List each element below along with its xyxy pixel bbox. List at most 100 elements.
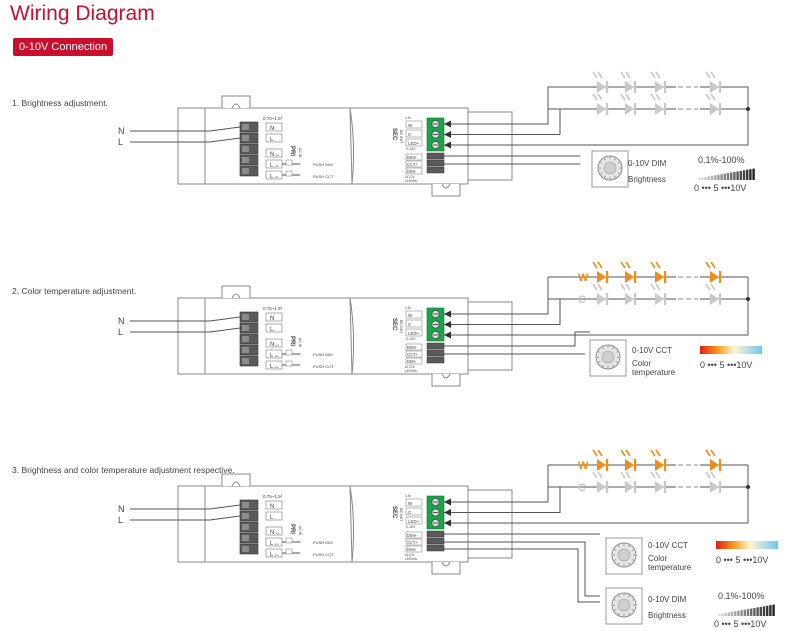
primary-terminal-label: L — [270, 137, 274, 143]
cct-control-name: 0-10V CCT — [648, 541, 688, 550]
secondary-label-box — [405, 498, 423, 507]
knob-center — [601, 350, 615, 364]
primary-screw — [242, 535, 249, 541]
secondary-label-box — [405, 120, 423, 129]
arrow-head-icon — [444, 331, 451, 339]
secondary-label-box — [405, 310, 423, 319]
secondary-terminal-label: DIM+ — [407, 155, 418, 160]
brightness-bar — [721, 613, 724, 616]
led-icon — [705, 449, 722, 471]
push-switch-icon — [285, 159, 293, 166]
led-body — [625, 81, 634, 93]
knob-tick — [618, 545, 620, 548]
arrow-head-icon — [444, 509, 451, 516]
led-body — [597, 481, 606, 493]
secondary-control-header: 0-10V — [406, 525, 416, 529]
input-l-label: L — [118, 137, 123, 147]
cct-control-caption: temperature — [632, 368, 676, 377]
led-ray — [710, 93, 716, 101]
led-icon — [620, 261, 637, 283]
mounting-slot — [231, 103, 241, 109]
led-ray — [620, 449, 626, 457]
led-icon — [650, 71, 667, 93]
brightness-bar — [718, 614, 721, 616]
led-icon — [650, 283, 667, 305]
brightness-bar — [759, 606, 762, 616]
secondary-label-box — [405, 350, 423, 358]
led-bar — [606, 481, 609, 493]
dimmer-knob-icon — [605, 587, 643, 625]
led-icon — [620, 449, 637, 471]
primary-screw — [242, 124, 249, 130]
arrow-head-icon — [444, 498, 451, 506]
dimmer-knob-icon — [589, 339, 627, 377]
led-icon — [592, 261, 609, 283]
secondary-terminal-label: C — [408, 322, 412, 327]
primary-terminal-label: N — [270, 126, 274, 132]
dim-control-name: 0-10V DIM — [648, 595, 687, 604]
push-dim-label: PUSH DIM — [313, 352, 333, 357]
primary-terminal-label: L↔ — [270, 364, 279, 370]
knob-tick — [615, 361, 618, 363]
primary-sub-label: AC IN — [298, 338, 302, 348]
led-bar — [664, 481, 667, 493]
led-ray — [597, 71, 603, 79]
secondary-terminal-label: DIM+ — [407, 345, 418, 350]
section-title: 3. Brightness and color temperature adju… — [12, 465, 235, 475]
cct-control-caption: temperature — [648, 563, 692, 572]
input-wire-l — [130, 515, 241, 521]
primary-terminal-label: N↔ — [270, 152, 280, 158]
led-body — [597, 81, 606, 93]
knob-tick — [631, 549, 634, 551]
led-ray — [650, 93, 656, 101]
led-ray — [710, 449, 716, 457]
dimmer-knob-icon — [591, 150, 629, 188]
led-icon — [592, 471, 609, 493]
led-icon — [705, 261, 722, 283]
brightness-bar — [753, 607, 756, 616]
primary-label-box — [265, 338, 283, 348]
secondary-control-spec: Ui 10V — [405, 553, 415, 557]
led-ray — [625, 449, 631, 457]
led-ray — [710, 71, 716, 79]
wire-w — [444, 277, 549, 315]
primary-label: PRI — [289, 524, 295, 534]
led-ray — [597, 261, 603, 269]
input-wire-n — [130, 316, 241, 322]
led-ray — [655, 449, 661, 457]
secondary-control-header: 0-10V — [406, 147, 416, 151]
knob-tick — [600, 162, 603, 164]
led-ray — [705, 471, 711, 479]
mounting-tab — [221, 95, 251, 108]
mounting-slot — [231, 293, 241, 299]
secondary-terminal-label: DIM- — [407, 169, 417, 174]
primary-label-box — [265, 511, 283, 521]
led-body — [710, 293, 719, 305]
led-ray — [710, 283, 716, 291]
primary-screw — [242, 314, 249, 320]
mounting-tab — [221, 473, 251, 486]
led-body — [710, 481, 719, 493]
primary-label-box — [265, 323, 283, 333]
secondary-label-box — [405, 357, 423, 365]
push-cct-label: PUSH CCT — [313, 364, 334, 369]
mounting-slot — [441, 561, 451, 567]
secondary-label-box — [405, 129, 423, 138]
knob-center — [603, 161, 617, 175]
secondary-terminal-label: CCT+ — [407, 162, 419, 167]
led-ray — [710, 471, 716, 479]
knob-tick — [628, 562, 630, 565]
input-l-label: L — [118, 515, 123, 525]
led-body — [655, 459, 664, 471]
brightness-bar — [746, 609, 750, 616]
driver-housing-mid — [350, 107, 469, 185]
knob-tick — [598, 361, 601, 363]
knob-tick — [604, 158, 606, 161]
brightness-bar — [704, 176, 707, 180]
secondary-terminal-control — [426, 166, 445, 174]
primary-screw — [242, 336, 249, 342]
secondary-sub-label: DC OUT — [399, 508, 403, 522]
arrow-head-icon — [444, 519, 451, 527]
secondary-label: SEC — [391, 318, 397, 331]
knob-tick — [628, 612, 630, 615]
